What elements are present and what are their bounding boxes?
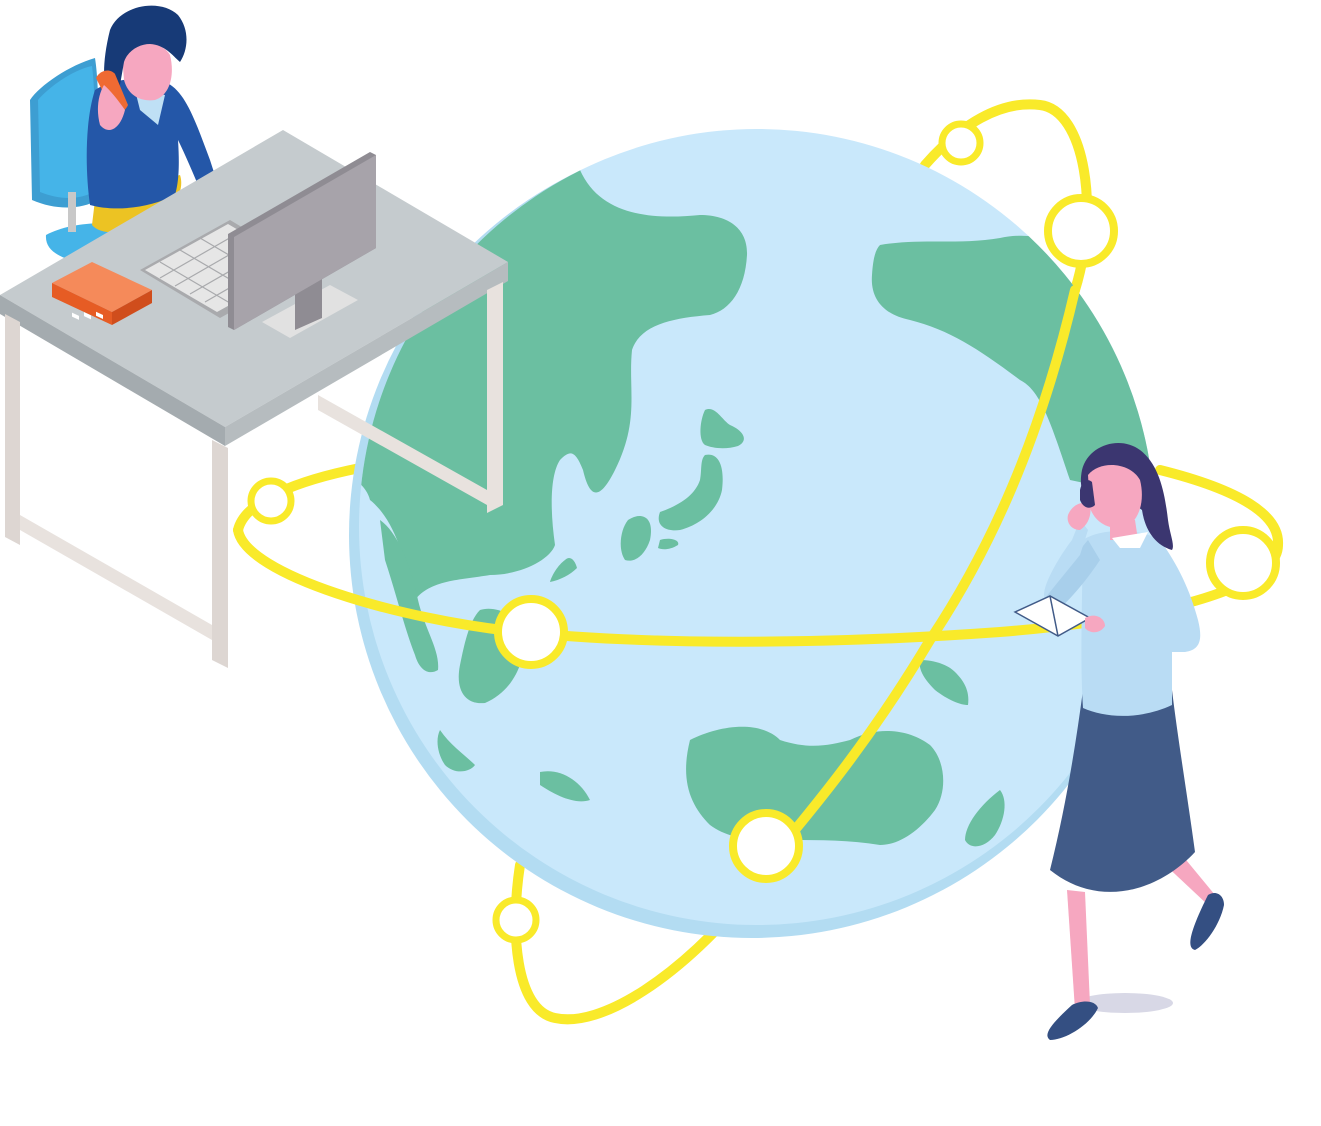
seated-worker — [86, 5, 242, 255]
desk-crossbar-right — [318, 395, 487, 505]
island-java — [540, 771, 590, 802]
desk-leg-front — [212, 440, 228, 668]
walker-arm-raised — [1045, 540, 1100, 610]
node-left-small — [247, 477, 295, 525]
island-sumatra — [437, 730, 475, 772]
walker-top — [1081, 531, 1201, 716]
island-kyushu — [620, 516, 651, 561]
computer-monitor — [228, 152, 376, 338]
island-new-guinea — [919, 660, 969, 705]
worker-face — [122, 42, 172, 101]
walker-leg-left — [1067, 890, 1090, 1010]
desk-phone — [52, 262, 152, 325]
node-right-large — [1206, 526, 1280, 600]
tilted-orbit-front — [765, 285, 1080, 865]
node-top-large — [1044, 194, 1118, 268]
office-worker-scene — [0, 5, 508, 668]
node-bottom-large — [729, 809, 803, 883]
node-bottom-small — [492, 896, 540, 944]
island-new-zealand — [965, 790, 1005, 847]
walking-woman — [1013, 442, 1224, 1040]
walker-skirt — [1050, 690, 1195, 892]
walker-shoe-right — [1190, 893, 1224, 950]
island-taiwan — [550, 557, 577, 582]
walker-shoe-left — [1047, 1001, 1098, 1040]
desk-leg-right — [487, 282, 503, 513]
desk-side-edge — [225, 262, 508, 446]
island-small-1 — [658, 538, 679, 550]
island-hokkaido — [700, 408, 744, 449]
desk-leg-front-left — [5, 314, 20, 545]
orbit-nodes — [247, 120, 1280, 944]
continent-india — [380, 520, 439, 673]
floor-shadow — [1077, 993, 1173, 1013]
worker-hair — [104, 5, 187, 105]
walker-face — [1088, 464, 1142, 529]
desk-front-edge — [0, 295, 225, 446]
node-left-large — [494, 595, 568, 669]
desk-crossbar — [20, 515, 212, 640]
globe — [349, 129, 1155, 938]
node-top-small — [938, 120, 984, 166]
horizontal-orbit-back-right — [1155, 465, 1284, 550]
island-honshu — [658, 454, 723, 531]
phone-handset — [96, 70, 128, 113]
